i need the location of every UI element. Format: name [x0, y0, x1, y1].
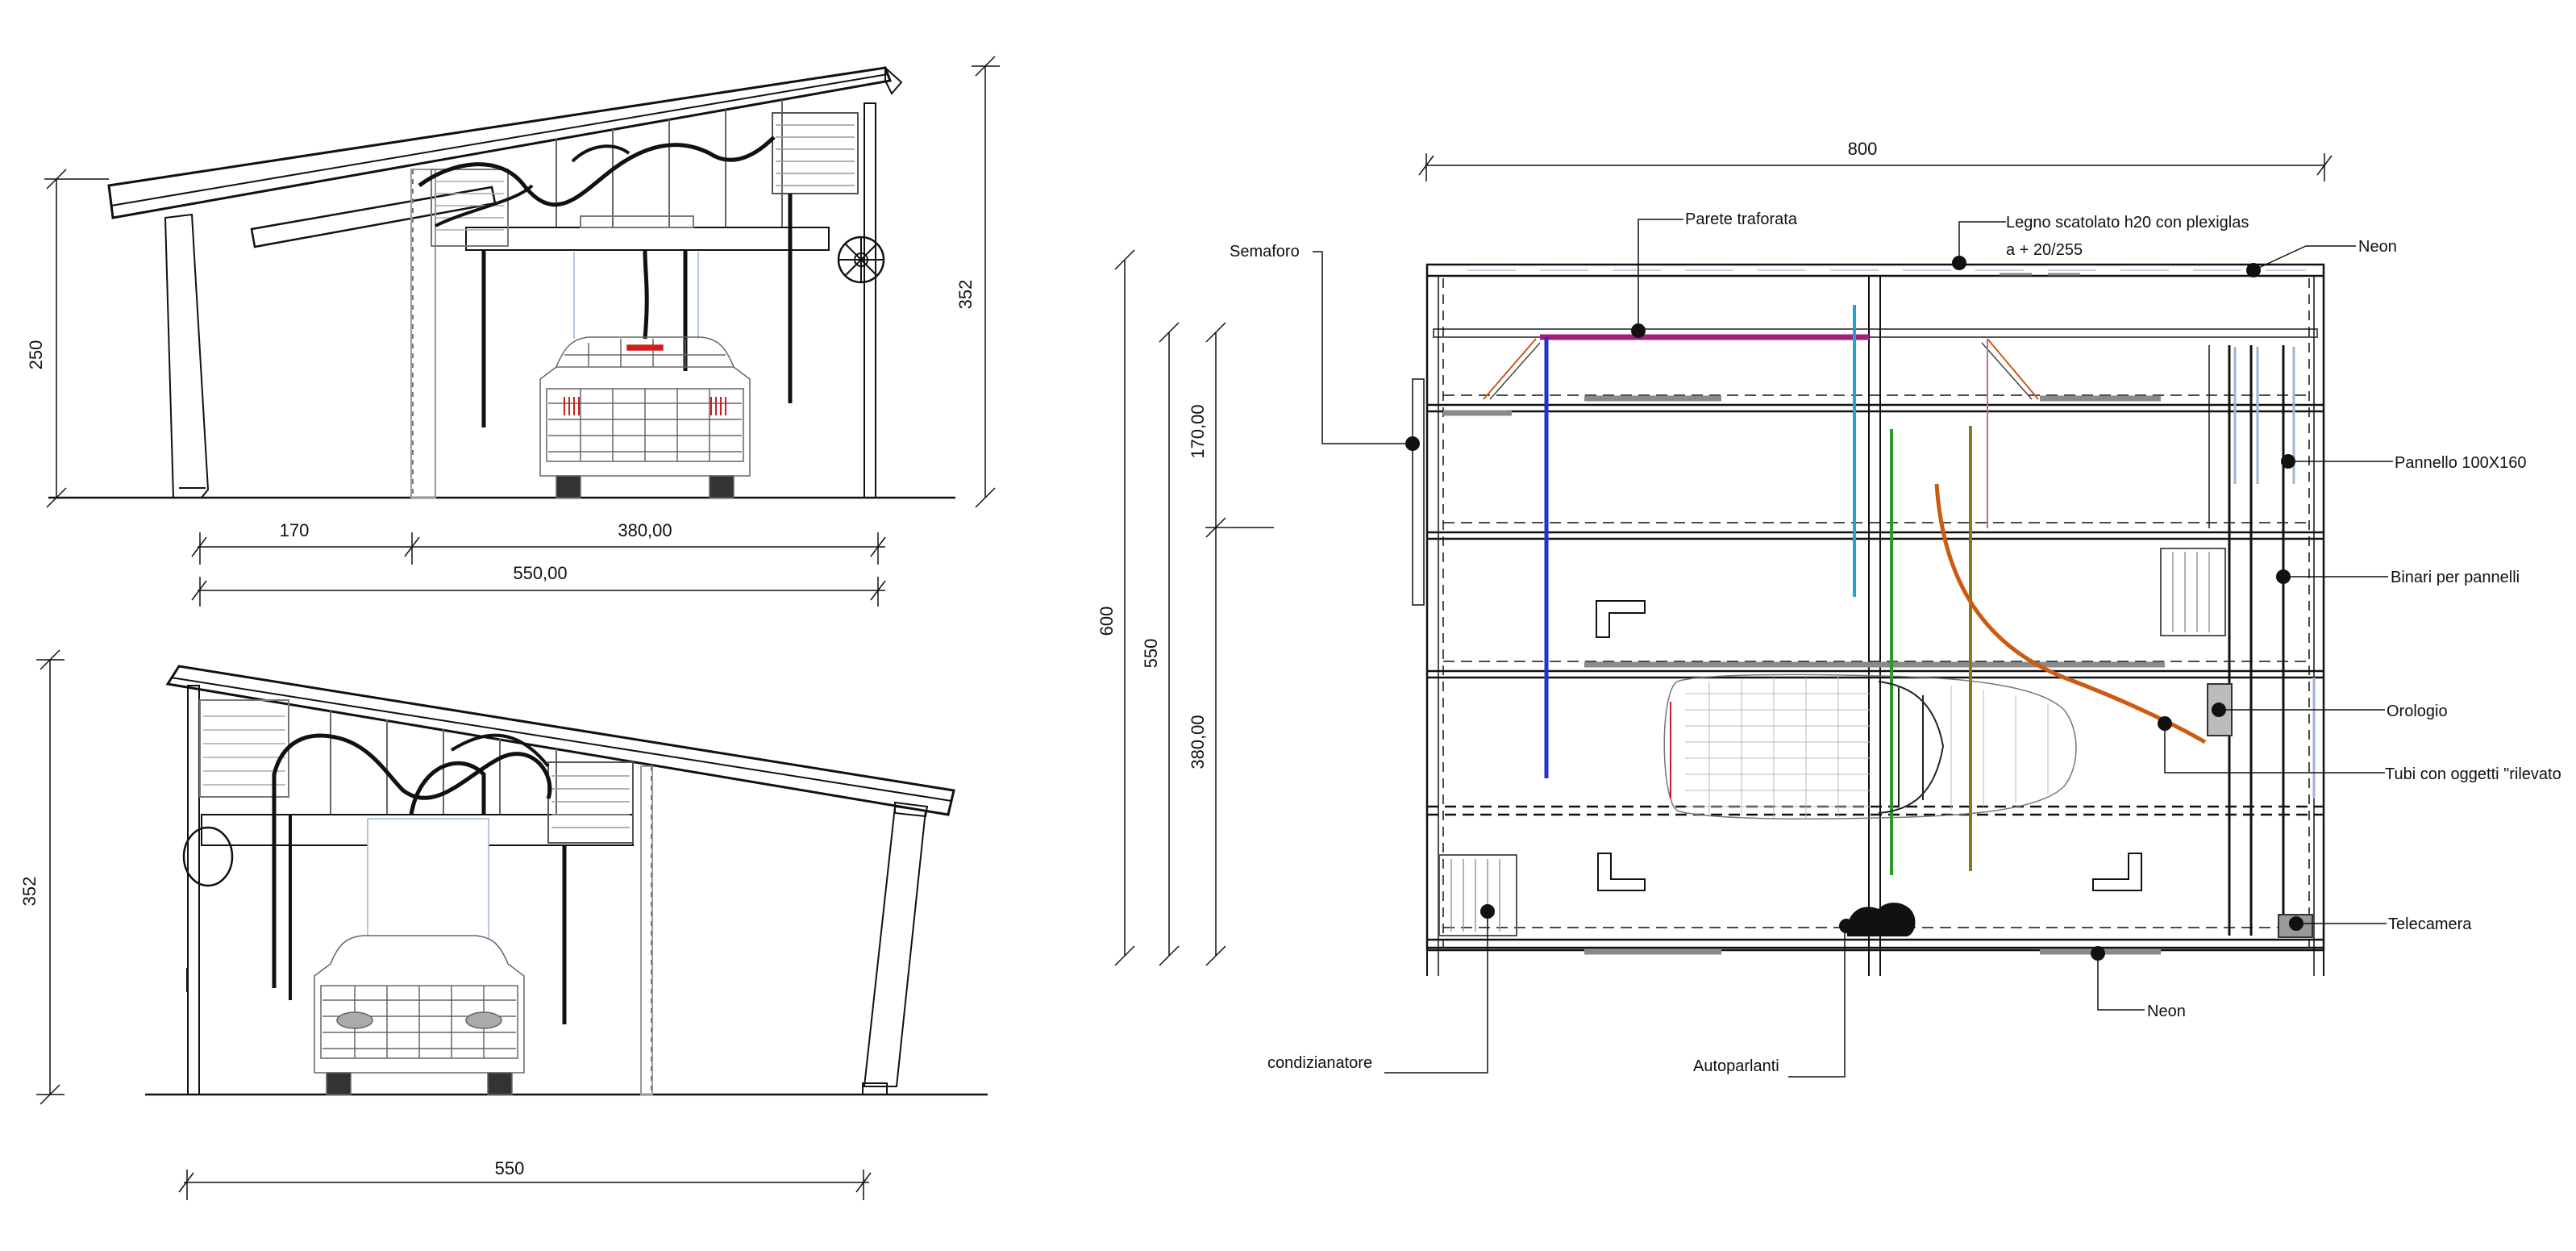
label-legno-1: Legno scatolato h20 con plexiglas [2006, 214, 2249, 231]
dim-height: 352 [19, 877, 40, 907]
label-telecamera: Telecamera [2388, 915, 2472, 933]
car-tail-lights [564, 397, 726, 415]
label-semaforo: Semaforo [1230, 243, 1300, 261]
dim-tick [1205, 322, 1226, 343]
dim-plan-600: 600 [1097, 607, 1117, 636]
right-wall [863, 805, 927, 1087]
side-view-1: 250 352 170 380,00 550,00 [26, 56, 1000, 607]
dim-height-left: 250 [26, 340, 46, 370]
label-autoparlanti: Autoparlanti [1693, 1057, 1779, 1075]
side-view-2: 352 550 [19, 649, 988, 1200]
corner-markers [1596, 600, 2142, 891]
dim-width-b: 380,00 [618, 520, 672, 540]
plan-bands [1427, 403, 2324, 949]
hose [571, 144, 630, 163]
dim-tick [191, 580, 207, 601]
label-neon-bottom: Neon [2147, 1003, 2186, 1020]
dim-tick [191, 536, 207, 557]
leader-dots [1405, 256, 2303, 961]
fan-spoke [845, 244, 877, 276]
hose [435, 184, 534, 227]
hose [409, 761, 486, 815]
dim-height-right: 352 [955, 280, 976, 310]
fan-disc [182, 826, 234, 887]
left-column [187, 685, 200, 1095]
label-neon-top: Neon [2358, 238, 2397, 256]
back-wall [410, 169, 436, 498]
hose [643, 249, 649, 340]
roof-slab-inner-line [110, 73, 888, 206]
traffic-light-bar [1412, 378, 1425, 606]
dim-width-a: 170 [280, 520, 310, 540]
gantry-top [580, 215, 694, 228]
plan-view: 800 600 550 170,00 380,00 [1097, 139, 2561, 1078]
label-legno-2: a + 20/255 [2006, 241, 2083, 259]
plan-top-slab [1433, 328, 2318, 338]
plan-neon-bars [1443, 273, 2165, 955]
hose [272, 733, 552, 988]
brace [1489, 342, 1541, 400]
label-pannello: Pannello 100X160 [2395, 454, 2526, 472]
plan-outer-frame [1425, 263, 2325, 952]
right-wall-base [862, 1082, 888, 1095]
roof-overhang [884, 65, 903, 95]
gantry-beam [465, 227, 830, 251]
brace [1981, 342, 2033, 400]
blower-unit [772, 112, 859, 194]
car-front-view [314, 935, 525, 1095]
dim-plan-380: 380,00 [1188, 715, 1208, 769]
roof-slab [107, 66, 893, 219]
back-wall [640, 765, 653, 1095]
dim-plan-170: 170,00 [1188, 404, 1208, 458]
car-top-view [1663, 673, 2077, 820]
speaker-icon [1846, 903, 1916, 936]
dim-tick [1114, 945, 1135, 966]
roof-slab [165, 665, 955, 816]
brace [1483, 338, 1537, 400]
blower-louvers [203, 715, 285, 786]
blower-louvers [776, 124, 855, 186]
blower-fins [2172, 552, 2210, 632]
left-blower-unit [431, 169, 509, 247]
dim-width-total: 550,00 [513, 563, 567, 583]
label-binari: Binari per pannelli [2391, 569, 2520, 586]
label-tubi: Tubi con oggetti "rilevato [2385, 765, 2561, 783]
blower-unit-right [547, 761, 634, 844]
label-condizionatore: condizianatore [1267, 1054, 1372, 1072]
plan-dashed-bands [1443, 394, 2309, 928]
left-wall [164, 213, 210, 498]
dim-tick [975, 487, 996, 508]
hose [450, 733, 550, 768]
dim-tick [1114, 249, 1135, 270]
car-rear-view [539, 336, 751, 498]
label-orologio: Orologio [2387, 703, 2448, 720]
air-conditioner-unit [1438, 854, 1517, 936]
panel-rails [2208, 345, 2285, 936]
brace [1987, 338, 2039, 400]
dim-tick [1205, 945, 1226, 966]
leaders [1313, 219, 2393, 1078]
dim-tick [1159, 322, 1180, 343]
panel-light [2233, 347, 2316, 799]
dim-tick [178, 1172, 194, 1193]
blower-louvers [551, 775, 630, 828]
dim-tick [1159, 945, 1180, 966]
right-column [864, 102, 876, 498]
dim-plan-550: 550 [1141, 639, 1161, 669]
roof-slab-inner-line [170, 677, 952, 802]
dim-plan-width: 800 [1848, 139, 1878, 159]
hose [418, 136, 776, 207]
blower-unit-plan [2160, 548, 2226, 636]
label-parete: Parete traforata [1685, 211, 1798, 228]
dim-width: 550 [495, 1158, 525, 1178]
dim-tick [46, 487, 67, 508]
ac-fins [1450, 859, 1500, 932]
